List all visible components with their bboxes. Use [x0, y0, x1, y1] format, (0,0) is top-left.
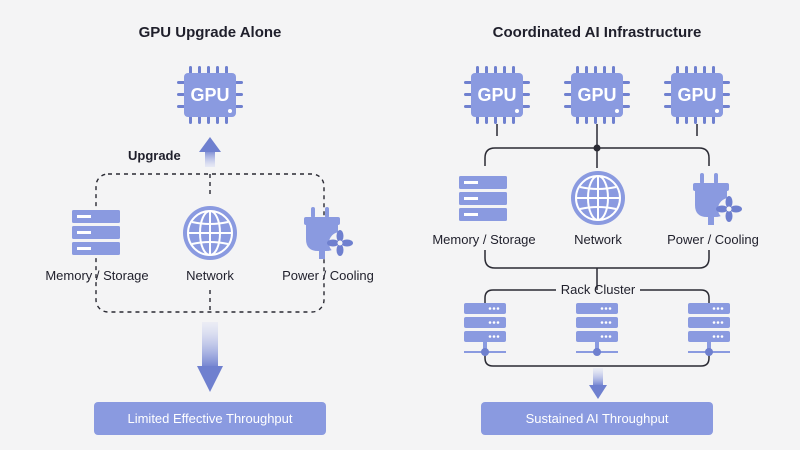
right-component-bracket [484, 250, 710, 290]
left-memory-storage [72, 210, 120, 256]
gpu-label: GPU [577, 84, 617, 105]
gpu-label: GPU [677, 84, 717, 105]
right-junction-dot [593, 144, 601, 152]
gpu-label: GPU [190, 84, 230, 105]
gpu-label: GPU [477, 84, 517, 105]
upgrade-label: Upgrade [128, 148, 181, 163]
gpu-chip-icon [564, 66, 630, 124]
left-power-cooling [300, 207, 356, 261]
right-memory-storage [459, 176, 507, 222]
rack-server-1 [464, 303, 506, 359]
right-down-arrow [589, 368, 607, 399]
right-gpu-chip-1: GPU [462, 64, 532, 126]
right-power-label: Power / Cooling [667, 232, 759, 247]
rack-server-2 [576, 303, 618, 359]
storage-icon [459, 176, 507, 221]
upgrade-arrow [199, 137, 221, 167]
rack-server-3 [688, 303, 730, 359]
power-cooling-icon [693, 173, 742, 225]
left-title: GPU Upgrade Alone [138, 24, 282, 41]
gpu-chip-icon [664, 66, 730, 124]
right-network [570, 170, 626, 226]
left-network [182, 205, 238, 261]
power-cooling-icon [304, 207, 353, 259]
right-gpu-chip-2: GPU [562, 64, 632, 126]
left-power-label: Power / Cooling [282, 268, 374, 283]
left-gpu-chip: GPU [175, 64, 245, 126]
storage-icon [72, 210, 120, 255]
globe-icon [571, 171, 625, 225]
rack-cluster-label: Rack Cluster [560, 282, 636, 297]
gpu-chip-icon [177, 66, 243, 124]
right-memory-label: Memory / Storage [432, 232, 536, 247]
right-network-label: Network [574, 232, 622, 247]
server-rack-icon [688, 303, 730, 356]
left-result-pill: Limited Effective Throughput [94, 402, 326, 435]
right-gpu-chip-3: GPU [662, 64, 732, 126]
right-result-pill: Sustained AI Throughput [481, 402, 713, 435]
right-title: Coordinated AI Infrastructure [492, 24, 702, 41]
left-network-label: Network [186, 268, 234, 283]
gpu-chip-icon [464, 66, 530, 124]
globe-icon [183, 206, 237, 260]
left-down-arrow [197, 322, 223, 392]
right-power-cooling [689, 173, 745, 227]
server-rack-icon [464, 303, 506, 356]
left-memory-label: Memory / Storage [45, 268, 149, 283]
rack-cluster-bracket [484, 289, 710, 367]
server-rack-icon [576, 303, 618, 356]
